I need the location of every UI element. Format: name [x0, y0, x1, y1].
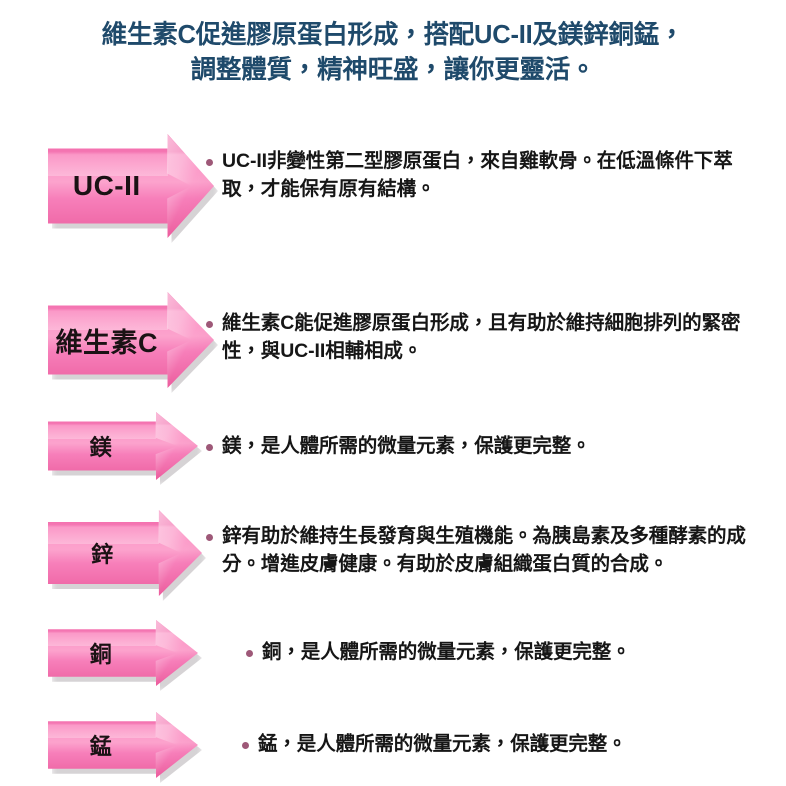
ingredient-row-copper: 銅 銅，是人體所需的微量元素，保護更完整。 — [0, 620, 786, 691]
ingredient-row-uc-ii: UC-II UC-II非變性第二型膠原蛋白，來自雞軟骨。在低溫條件下萃取，才能保… — [0, 134, 786, 243]
ingredient-bullet-uc-ii: UC-II非變性第二型膠原蛋白，來自雞軟骨。在低溫條件下萃取，才能保有原有結構。 — [206, 148, 786, 203]
ingredient-label: UC-II — [72, 170, 141, 201]
ingredient-bullet-zinc: 鋅有助於維持生長發育與生殖機能。為胰島素及多種酵素的成分。增進皮膚健康。有助於皮… — [206, 523, 786, 578]
right-arrow-banner-icon: 銅 — [48, 620, 198, 686]
ingredient-bullet-manganese: 錳，是人體所需的微量元素，保護更完整。 — [242, 731, 786, 759]
ingredient-description: 銅，是人體所需的微量元素，保護更完整。 — [262, 641, 631, 663]
ingredient-description: 鋅有助於維持生長發育與生殖機能。為胰島素及多種酵素的成分。增進皮膚健康。有助於皮… — [222, 525, 746, 575]
ingredient-bullet-vitamin-c: 維生素C能促進膠原蛋白形成，且有助於維持細胞排列的緊密性，與UC-II相輔相成。 — [206, 310, 786, 365]
bullet-dot-icon — [246, 650, 253, 657]
ingredient-label: 維生素C — [55, 327, 158, 358]
ingredient-label: 鋅 — [91, 542, 114, 567]
ingredient-label: 錳 — [89, 734, 113, 759]
right-arrow-banner-icon: UC-II — [48, 134, 214, 238]
bullet-dot-icon — [206, 444, 213, 451]
bullet-dot-icon — [242, 742, 249, 749]
ingredient-label: 鎂 — [89, 435, 113, 460]
ingredient-label: 銅 — [89, 642, 113, 667]
arrow-banner-zinc: 鋅 — [48, 510, 206, 601]
page-title-line-2: 調整體質，精神旺盛，讓你更靈活。 — [190, 56, 596, 85]
right-arrow-banner-icon: 鋅 — [48, 510, 202, 596]
ingredient-row-zinc: 鋅 鋅有助於維持生長發育與生殖機能。為胰島素及多種酵素的成分。增進皮膚健康。有助… — [0, 510, 786, 601]
ingredient-bullet-copper: 銅，是人體所需的微量元素，保護更完整。 — [246, 639, 786, 667]
arrow-banner-vitamin-c: 維生素C — [48, 292, 218, 393]
ingredient-description: 維生素C能促進膠原蛋白形成，且有助於維持細胞排列的緊密性，與UC-II相輔相成。 — [222, 312, 741, 362]
ingredient-row-magnesium: 鎂 鎂，是人體所需的微量元素，保護更完整。 — [0, 412, 786, 485]
bullet-dot-icon — [206, 534, 213, 541]
arrow-banner-manganese: 錳 — [48, 712, 202, 783]
arrow-banner-copper: 銅 — [48, 620, 202, 691]
page-title: 維生素C促進膠原蛋白形成，搭配UC-II及鎂鋅銅錳， 調整體質，精神旺盛，讓你更… — [0, 18, 786, 88]
right-arrow-banner-icon: 鎂 — [48, 412, 198, 480]
arrow-banner-magnesium: 鎂 — [48, 412, 202, 485]
arrow-banner-uc-ii: UC-II — [48, 134, 218, 243]
right-arrow-banner-icon: 維生素C — [48, 292, 214, 388]
ingredient-row-manganese: 錳 錳，是人體所需的微量元素，保護更完整。 — [0, 712, 786, 783]
ingredient-description: UC-II非變性第二型膠原蛋白，來自雞軟骨。在低溫條件下萃取，才能保有原有結構。 — [222, 150, 733, 200]
right-arrow-banner-icon: 錳 — [48, 712, 198, 778]
page-title-line-1: 維生素C促進膠原蛋白形成，搭配UC-II及鎂鋅銅錳， — [101, 21, 685, 49]
ingredient-description: 鎂，是人體所需的微量元素，保護更完整。 — [222, 435, 591, 457]
ingredient-row-vitamin-c: 維生素C 維生素C能促進膠原蛋白形成，且有助於維持細胞排列的緊密性，與UC-II… — [0, 292, 786, 393]
ingredient-description: 錳，是人體所需的微量元素，保護更完整。 — [258, 733, 627, 755]
ingredient-bullet-magnesium: 鎂，是人體所需的微量元素，保護更完整。 — [206, 433, 786, 461]
